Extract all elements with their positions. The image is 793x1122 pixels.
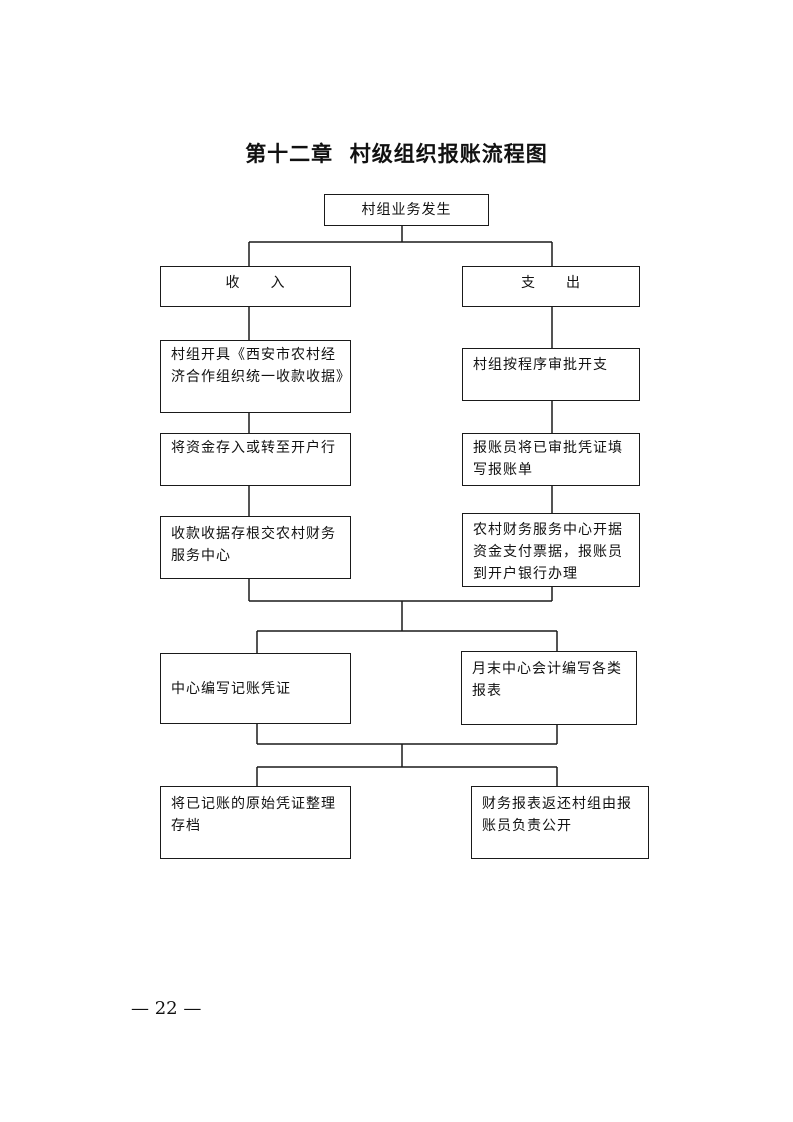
node-income-label: 收 入 [225,275,286,291]
node-expense-label: 支 出 [521,275,581,291]
node-income-step2: 将资金存入或转至开户行 [160,433,351,486]
node-start: 村组业务发生 [324,194,489,226]
node-income-step3: 收款收据存根交农村财务服务中心 [160,516,351,579]
node-start-label: 村组业务发生 [361,202,452,218]
node-report-return: 财务报表返还村组由报账员负责公开 [471,786,649,859]
node-expense-step2: 报账员将已审批凭证填写报账单 [462,433,640,486]
page-number: — 22 — [131,998,202,1019]
node-monthly-report: 月末中心会计编写各类报表 [461,651,637,725]
node-expense-step1: 村组按程序审批开支 [462,348,640,401]
page-title: 第十二章 村级组织报账流程图 [245,142,548,166]
node-center-voucher-label: 中心编写记账凭证 [171,680,291,697]
node-center-voucher: 中心编写记账凭证 [160,653,351,724]
node-expense-step3: 农村财务服务中心开据资金支付票据，报账员到开户银行办理 [462,513,640,587]
node-archive: 将已记账的原始凭证整理存档 [160,786,351,859]
node-income-step1: 村组开具《西安市农村经济合作组织统一收款收据》 [160,340,351,413]
node-income: 收 入 [160,266,351,307]
node-expense: 支 出 [462,266,640,307]
